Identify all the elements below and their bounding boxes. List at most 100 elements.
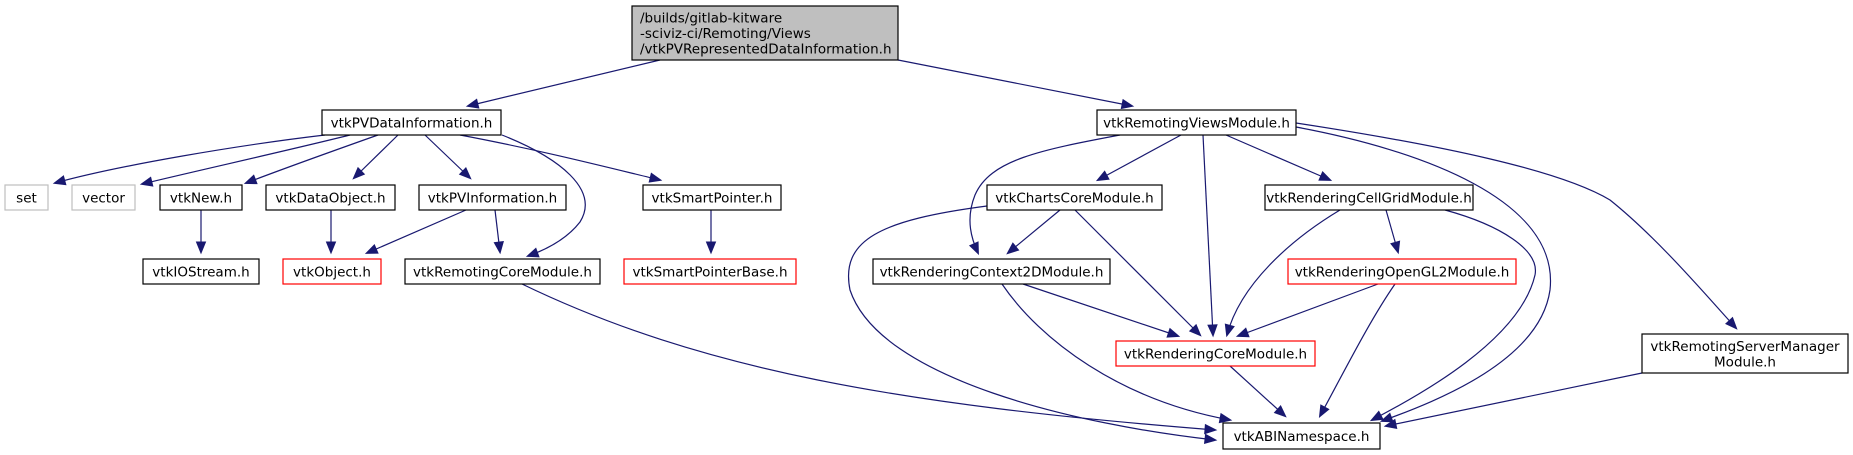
node-smartpointerbase[interactable]: vtkSmartPointerBase.h <box>623 258 797 285</box>
node-label: vtkRenderingCoreModule.h <box>1124 347 1307 363</box>
edge-line <box>1001 283 1231 421</box>
node-context2d[interactable]: vtkRenderingContext2DModule.h <box>872 258 1111 285</box>
edge-pvdatainfo-to-vector <box>139 134 351 187</box>
edge-dataobject-to-object <box>325 210 337 255</box>
node-label: vtkABINamespace.h <box>1234 429 1370 445</box>
edge-line <box>501 134 586 257</box>
edge-remotingviews-to-renderingcore <box>1202 134 1218 338</box>
node-box <box>142 258 260 285</box>
arrowhead-icon <box>1006 242 1020 255</box>
arrowhead-icon <box>1383 418 1398 430</box>
node-set: set <box>4 184 49 211</box>
edge-cellgrid-to-abinamespace <box>1369 209 1536 422</box>
node-vtknew[interactable]: vtkNew.h <box>159 184 243 211</box>
node-remotingcore[interactable]: vtkRemotingCoreModule.h <box>404 258 601 285</box>
node-abinamespace[interactable]: vtkABINamespace.h <box>1222 422 1381 450</box>
arrowhead-icon <box>1318 404 1330 419</box>
node-label: vtkRenderingCellGridModule.h <box>1266 191 1472 207</box>
node-chartscore[interactable]: vtkChartsCoreModule.h <box>986 184 1163 211</box>
node-dataobject[interactable]: vtkDataObject.h <box>265 184 396 211</box>
node-label: /builds/gitlab-kitware <box>640 11 782 27</box>
arrowhead-icon <box>139 176 154 187</box>
edge-line <box>366 209 467 254</box>
node-box <box>159 184 243 211</box>
node-label: vtkIOStream.h <box>152 265 249 281</box>
edge-cellgrid-to-renderingcore <box>1224 209 1341 338</box>
arrowhead-icon <box>52 175 67 186</box>
arrowhead-icon <box>968 241 979 256</box>
node-label: vtkDataObject.h <box>275 191 385 207</box>
edge-line <box>1371 209 1536 421</box>
arrowhead-icon <box>458 166 472 180</box>
arrowhead-icon <box>1390 240 1401 255</box>
arrowhead-icon <box>1224 323 1235 338</box>
node-box <box>282 258 382 285</box>
edge-pvdatainfo-to-vtknew <box>243 134 379 185</box>
edge-line <box>245 134 379 184</box>
edge-line <box>848 205 1216 441</box>
edge-pvdatainfo-to-remotingcore <box>501 134 586 258</box>
node-object[interactable]: vtkObject.h <box>282 258 382 285</box>
node-box <box>1222 422 1381 450</box>
node-box <box>1287 258 1517 285</box>
edge-line <box>1385 372 1643 427</box>
arrowhead-icon <box>364 244 379 254</box>
edge-root-to-pvdatainfo <box>465 59 661 109</box>
edge-opengl2-to-renderingcore <box>1235 283 1379 338</box>
edge-line <box>1237 283 1379 337</box>
node-label: vtkRemotingCoreModule.h <box>413 265 592 281</box>
edge-pvdatainfo-to-smartpointer <box>459 134 663 183</box>
node-smartpointer[interactable]: vtkSmartPointer.h <box>642 184 782 211</box>
node-label: vtkRemotingViewsModule.h <box>1103 116 1290 132</box>
edge-line <box>1202 134 1214 336</box>
edge-line <box>459 134 661 181</box>
arrowhead-icon <box>1188 323 1202 337</box>
edge-servermanager-to-abinamespace <box>1383 372 1643 430</box>
edge-line <box>1225 134 1331 181</box>
node-iostream[interactable]: vtkIOStream.h <box>142 258 260 285</box>
arrowhead-icon <box>525 247 540 258</box>
edge-smartpointer-to-smartpointerbase <box>705 210 717 255</box>
edge-pvinformation-to-remotingcore <box>493 209 504 255</box>
node-opengl2[interactable]: vtkRenderingOpenGL2Module.h <box>1287 258 1517 285</box>
edge-pvdatainfo-to-set <box>52 134 326 186</box>
node-label: vtkRenderingOpenGL2Module.h <box>1295 265 1510 281</box>
arrowhead-icon <box>1379 412 1394 423</box>
node-label: vtkPVDataInformation.h <box>331 116 493 132</box>
node-box <box>265 184 396 211</box>
edge-line <box>969 134 1121 254</box>
arrowhead-icon <box>243 174 258 185</box>
node-label: vector <box>82 191 125 207</box>
edges-layer <box>52 59 1738 445</box>
edge-line <box>1074 209 1201 336</box>
arrowhead-icon <box>648 172 663 183</box>
node-label: -sciviz-ci/Remoting/Views <box>640 26 811 42</box>
node-pvinformation[interactable]: vtkPVInformation.h <box>418 184 567 211</box>
node-box <box>1115 340 1316 367</box>
node-pvdatainfo[interactable]: vtkPVDataInformation.h <box>321 109 502 136</box>
arrowhead-icon <box>1120 98 1135 110</box>
edge-line <box>1229 365 1286 417</box>
arrowhead-icon <box>1166 327 1181 338</box>
node-label: vtkRenderingContext2DModule.h <box>880 265 1104 281</box>
node-label: vtkPVInformation.h <box>428 191 557 207</box>
arrowhead-icon <box>352 166 366 180</box>
edge-remotingviews-to-chartscore <box>1095 134 1182 182</box>
edge-vtknew-to-iostream <box>195 210 207 255</box>
edge-pvdatainfo-to-pvinformation <box>424 134 472 180</box>
edge-remotingviews-to-cellgrid <box>1225 134 1333 181</box>
edge-pvinformation-to-object <box>364 209 467 254</box>
node-box <box>418 184 567 211</box>
node-renderingcore[interactable]: vtkRenderingCoreModule.h <box>1115 340 1316 367</box>
edge-line <box>897 59 1133 107</box>
node-remotingviews[interactable]: vtkRemotingViewsModule.h <box>1096 109 1297 136</box>
edge-remotingviews-to-servermanager <box>1295 122 1738 330</box>
arrowhead-icon <box>325 241 337 255</box>
edge-root-to-remotingviews <box>897 59 1135 110</box>
edge-chartscore-to-abinamespace <box>848 205 1218 445</box>
node-cellgrid[interactable]: vtkRenderingCellGridModule.h <box>1264 184 1474 211</box>
arrowhead-icon <box>1218 412 1233 424</box>
arrowhead-icon <box>465 98 480 109</box>
edge-context2d-to-renderingcore <box>1022 283 1181 338</box>
